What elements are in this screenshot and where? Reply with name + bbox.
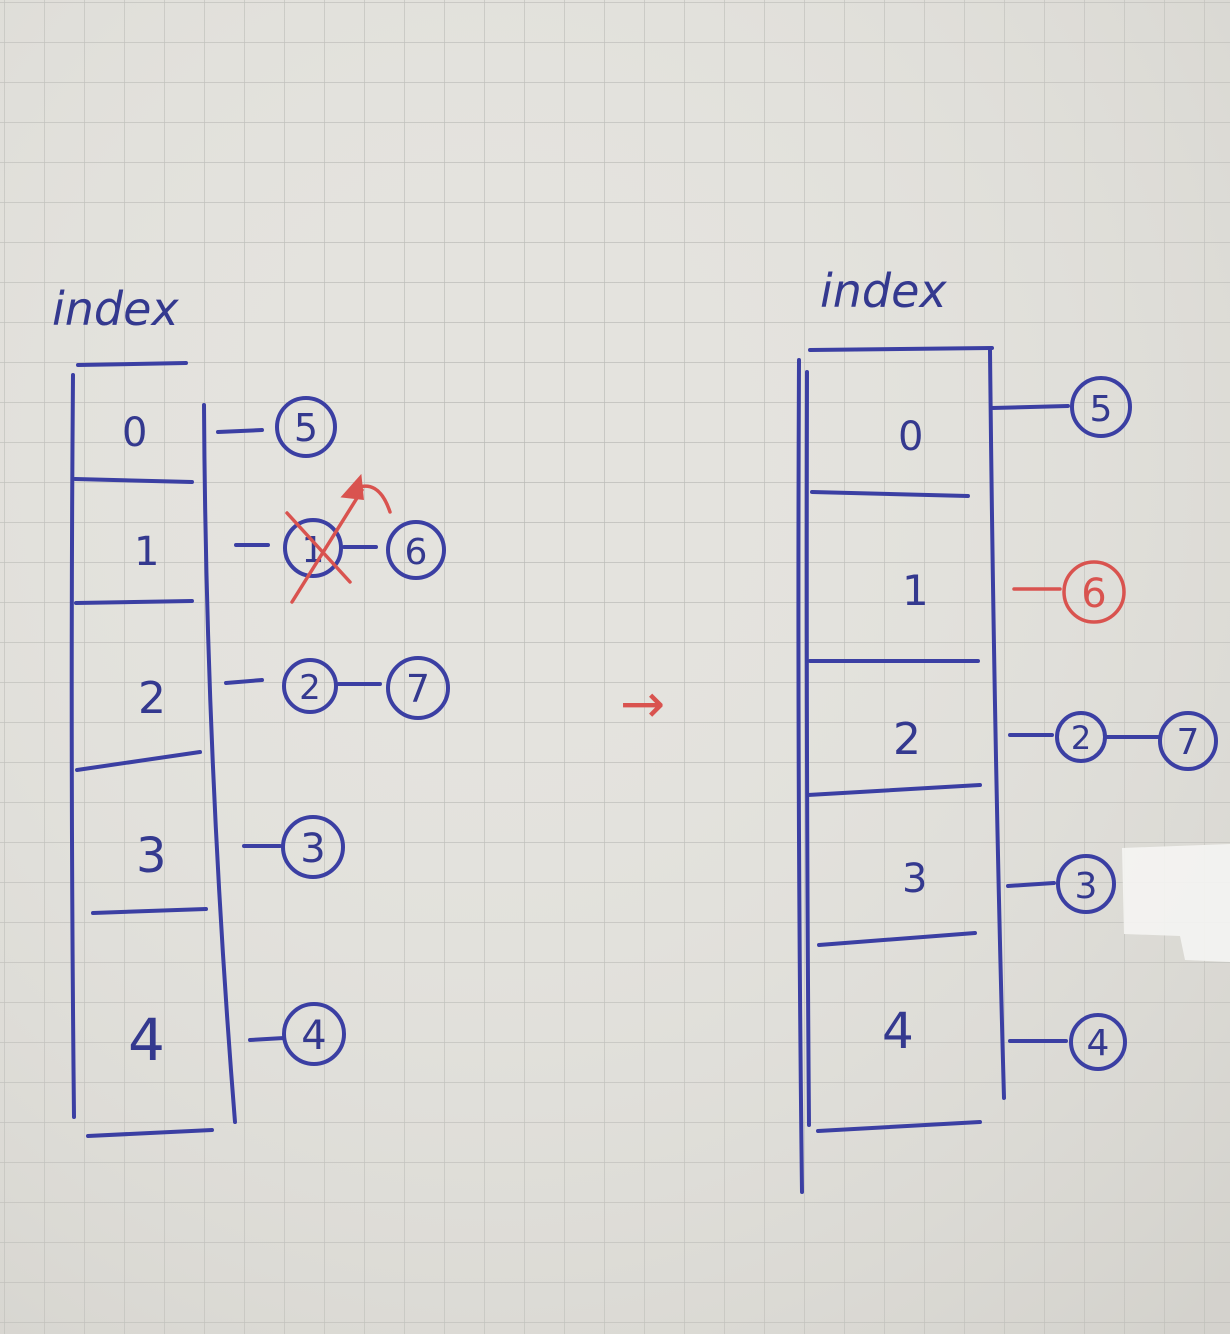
right-row-1-highlight: 6 (1012, 560, 1126, 624)
left-border-right (202, 403, 237, 1124)
left-row-sep-1 (73, 477, 194, 484)
left-row-sep-3 (75, 750, 202, 772)
left-border-left (69, 373, 76, 1119)
cross-out-stroke-1 (285, 511, 352, 584)
right-index-3: 3 (902, 856, 927, 902)
left-title: index (52, 282, 179, 336)
left-node-2-1-label: 7 (406, 667, 430, 711)
left-index-0: 0 (122, 410, 147, 456)
right-node-3-0 (1056, 854, 1116, 914)
left-node-2-0-label: 2 (299, 668, 321, 708)
right-top-rule (808, 346, 994, 352)
right-node-4-0-label: 4 (1087, 1023, 1110, 1064)
right-node-1-0-label: 6 (1081, 571, 1106, 617)
left-deletion-mark (285, 473, 392, 604)
left-index-2: 2 (138, 673, 166, 724)
cross-out-stroke-2 (290, 488, 364, 604)
left-node-4-0 (282, 1002, 346, 1066)
left-node-3-0 (281, 815, 345, 879)
right-node-0-0-label: 5 (1090, 389, 1113, 430)
left-link-2a (224, 678, 264, 685)
right-title: index (820, 264, 947, 318)
left-node-3-0-label: 3 (300, 826, 325, 872)
left-node-4-0-label: 4 (301, 1013, 326, 1059)
left-row-sep-4 (91, 907, 208, 915)
left-top-rule (76, 361, 188, 367)
left-table: index 0 1 2 3 4 5 1 6 2 7 (52, 282, 450, 1138)
left-index-3: 3 (136, 828, 167, 884)
right-row-sep-3 (806, 783, 982, 797)
right-node-0-0 (1070, 376, 1132, 438)
left-node-0-0-label: 5 (294, 406, 318, 450)
right-index-2: 2 (893, 714, 921, 765)
left-row-sep-2 (74, 599, 194, 605)
right-border-left-1 (796, 358, 804, 1194)
paper-sticker (1122, 844, 1230, 962)
move-arrow-head (340, 473, 364, 500)
right-bottom-rule (816, 1120, 982, 1133)
right-node-1-0 (1062, 560, 1126, 624)
left-node-2-1 (386, 656, 450, 720)
right-node-2-1 (1158, 711, 1218, 771)
left-node-2-0 (282, 658, 338, 714)
left-node-1-1-label: 6 (405, 532, 428, 573)
left-link-0 (216, 428, 264, 434)
transition-arrow: → (620, 672, 665, 735)
right-table: index 0 1 2 3 4 5 2 7 3 4 (796, 264, 1218, 1194)
right-node-4-0 (1069, 1013, 1127, 1071)
right-node-3-0-label: 3 (1075, 866, 1098, 907)
right-index-0: 0 (898, 414, 923, 460)
left-bottom-rule (86, 1128, 214, 1138)
left-index-1: 1 (134, 529, 159, 575)
right-node-2-1-label: 7 (1177, 722, 1200, 763)
right-index-4: 4 (882, 1002, 914, 1060)
right-node-2-0-label: 2 (1071, 719, 1091, 757)
left-index-4: 4 (128, 1006, 165, 1074)
left-node-1-0 (283, 518, 343, 578)
left-node-0-0 (275, 396, 337, 458)
right-link-3 (1006, 881, 1056, 888)
left-node-1-1 (386, 520, 446, 580)
right-border-right (988, 348, 1006, 1100)
right-row-sep-4 (817, 931, 977, 947)
right-border-left-2 (804, 370, 811, 1127)
right-index-1: 1 (902, 566, 929, 615)
left-link-4 (248, 1036, 286, 1042)
right-link-0 (990, 404, 1070, 410)
right-row-sep-1 (810, 490, 970, 498)
